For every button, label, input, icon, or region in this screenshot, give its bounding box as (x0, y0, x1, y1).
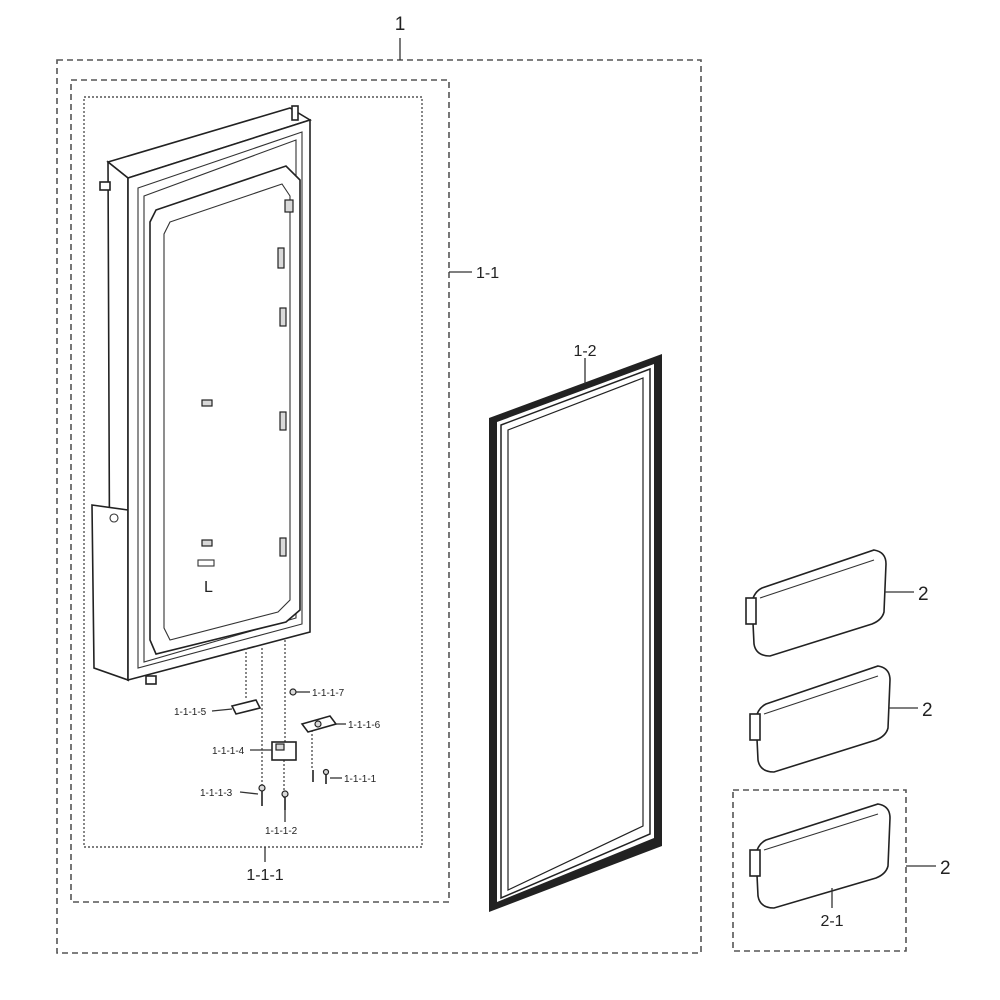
assembly-boundary (56, 59, 702, 954)
hinge-bracket-part (300, 715, 338, 733)
door-marking-letter: L (204, 579, 213, 596)
door-guard-2 (749, 665, 891, 773)
label-part-1-1-1-2: 1-1-1-2 (265, 826, 298, 837)
label-part-1-1-1-5: 1-1-1-5 (174, 707, 207, 718)
label-part-1-1-1-3: 1-1-1-3 (200, 788, 233, 799)
screw-center (281, 790, 289, 810)
label-guard-sub: 2-1 (820, 913, 843, 930)
label-part-1-1-1-1: 1-1-1-1 (344, 774, 377, 785)
hardware-guide-lines (245, 640, 313, 800)
screw-left (258, 784, 266, 806)
label-door-assembly: 1-1 (476, 265, 499, 282)
door-gasket (489, 354, 662, 912)
label-part-1-1-1-4: 1-1-1-4 (212, 746, 245, 757)
screw-small-top (289, 688, 297, 696)
door-panel: L (91, 105, 312, 685)
label-assembly: 1 (395, 14, 406, 35)
label-gasket: 1-2 (573, 343, 596, 360)
label-guard-2: 2 (922, 700, 933, 721)
hinge-block-part (271, 741, 297, 761)
label-guard-1: 2 (918, 584, 929, 605)
label-guard-3: 2 (940, 858, 951, 879)
hinge-cap-part (230, 699, 262, 715)
label-part-1-1-1-6: 1-1-1-6 (348, 720, 381, 731)
label-door-foam: 1-1-1 (246, 867, 283, 884)
door-guard-3 (749, 803, 891, 909)
door-foam-boundary (83, 96, 423, 848)
label-part-1-1-1-7: 1-1-1-7 (312, 688, 345, 699)
guard-3-boundary (732, 789, 907, 952)
screw-right (312, 768, 330, 784)
hardware-leaders (211, 691, 346, 822)
door-guard-1 (745, 549, 887, 657)
